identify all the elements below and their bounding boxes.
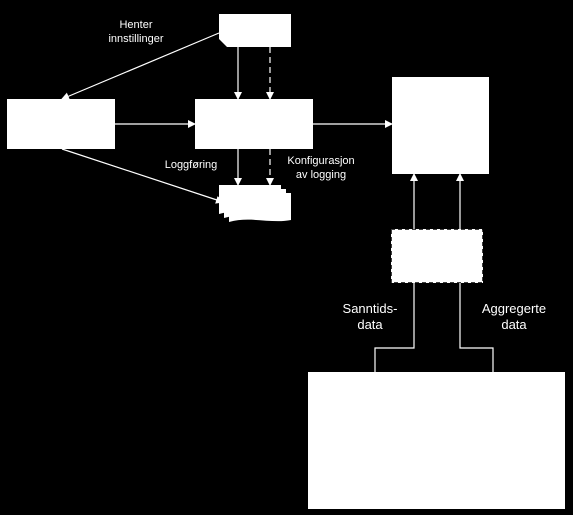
edge-source-to-aggregator-realtime (374, 283, 415, 372)
label-aggregerte: Aggregerte (482, 301, 546, 316)
edge-source-to-aggregator-aggregated (459, 283, 494, 372)
logger-component-node (195, 99, 313, 149)
label-aggregerte-data: data (501, 317, 527, 332)
label-henter: Henter (119, 19, 152, 31)
label-loggforing: Loggføring (165, 159, 218, 171)
right-component-node (392, 77, 489, 174)
config-source-node (219, 14, 291, 47)
label-av-logging: av logging (296, 169, 346, 181)
log-files-stack (219, 185, 291, 222)
label-innstillinger: innstillinger (108, 33, 163, 45)
aggregator-node (390, 228, 484, 284)
label-sanntids-data: data (357, 317, 383, 332)
edge-left-to-logfiles (61, 148, 224, 204)
edge-config-to-left (61, 32, 220, 100)
label-konfigurasjon: Konfigurasjon (287, 155, 354, 167)
label-sanntids: Sanntids- (343, 301, 398, 316)
left-component-node (7, 99, 115, 149)
data-source-node (308, 372, 565, 509)
